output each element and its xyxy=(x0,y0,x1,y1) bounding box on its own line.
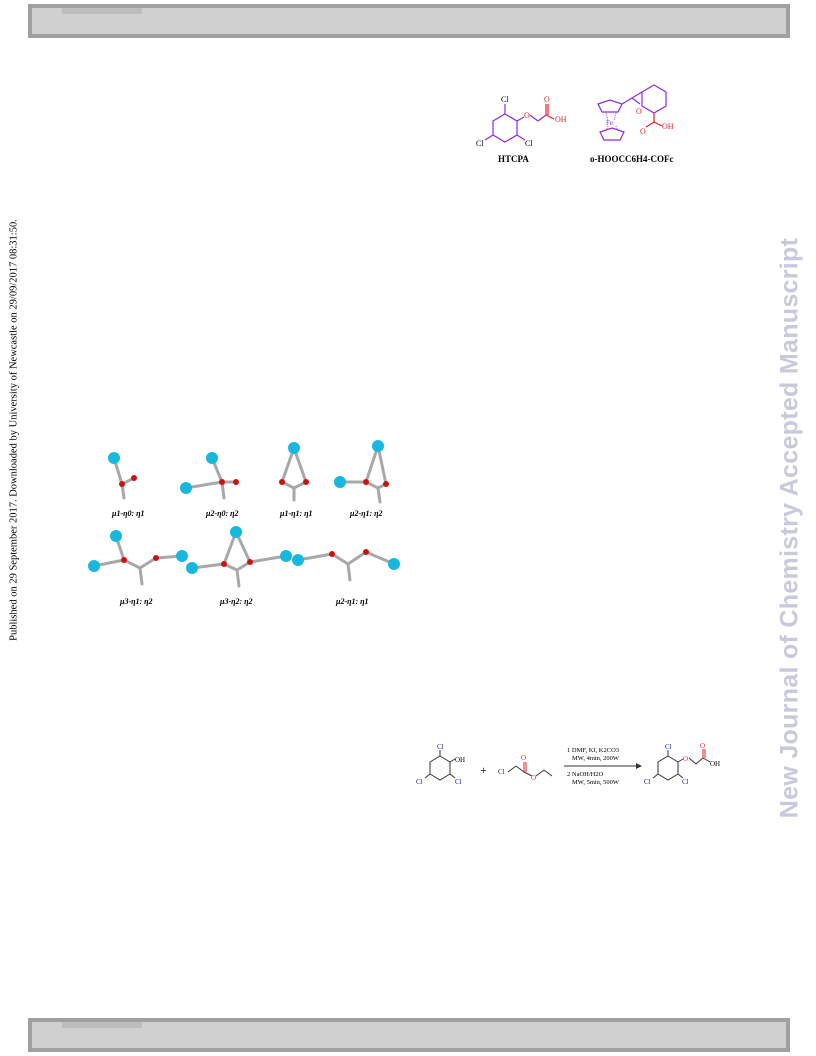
mode-label-1: μ1-η0: η1 xyxy=(111,509,145,518)
coordination-modes-figure: μ1-η0: η1 μ2-η0: η2 μ1-η1: η1 μ2-η1: η2 … xyxy=(88,440,400,606)
trichlorophenol-structure: Cl OH Cl Cl xyxy=(416,743,465,786)
carbonyl-o-atom: O xyxy=(544,95,550,104)
mode-label-2: μ2-η0: η2 xyxy=(205,509,239,518)
mode-label-6: μ3-η2: η2 xyxy=(219,597,253,606)
mode-label-3: μ1-η1: η1 xyxy=(279,509,313,518)
conditions-step-1-detail: MW, 4min, 200W xyxy=(572,755,620,762)
ferrocene-ligand-structure: Fe O O OH o-HOOCC6H4-COFc xyxy=(590,84,674,164)
mode-label-5: μ3-η1: η2 xyxy=(119,597,153,606)
plus-sign: + xyxy=(480,763,487,777)
footer-bar xyxy=(28,1018,790,1052)
conditions-step-2: 2 NaOH/H2O xyxy=(567,771,604,778)
ester-o: O xyxy=(531,774,536,782)
chloroacetate-structure: Cl O O xyxy=(498,754,553,782)
mode-label-4: μ2-η1: η2 xyxy=(349,509,383,518)
ferrocene-ligand-label: o-HOOCC6H4-COFc xyxy=(590,154,674,164)
product-oh: OH xyxy=(710,760,720,768)
conditions-step-2-detail: MW, 5min, 500W xyxy=(572,779,620,786)
product-cl-left: Cl xyxy=(644,778,651,786)
mode-label-7: μ2-η1: η1 xyxy=(335,597,369,606)
conditions-step-1: 1 DMF, KI, K2CO3 xyxy=(567,747,619,754)
published-note: Published on 29 September 2017. Download… xyxy=(8,219,20,641)
cl-atom-right: Cl xyxy=(525,139,533,148)
product-cl-top: Cl xyxy=(665,743,672,751)
cl-atom-top: Cl xyxy=(501,95,509,104)
product-ether-o: O xyxy=(683,755,688,763)
htcpa-label: HTCPA xyxy=(498,154,529,164)
fe-atom: Fe xyxy=(606,119,613,127)
journal-watermark: New Journal of Chemistry Accepted Manusc… xyxy=(775,237,804,819)
ester-cl: Cl xyxy=(498,768,505,776)
ester-carbonyl-o: O xyxy=(521,754,526,762)
htcpa-structure: Cl Cl Cl O O OH HTCPA xyxy=(476,95,567,164)
ketone-o-atom: O xyxy=(636,107,642,116)
phenol-cl-top: Cl xyxy=(437,743,444,751)
synthesis-scheme: Cl OH Cl Cl + Cl O O 1 DMF, KI, K2CO3 MW… xyxy=(416,742,720,786)
ether-o-atom: O xyxy=(524,111,530,120)
htcpa-product-structure: Cl O O OH Cl Cl xyxy=(644,742,720,786)
ligand-structures-figure: Cl Cl Cl O O OH HTCPA Fe O O OH o-HOOCC6… xyxy=(476,84,674,164)
reaction-arrowhead xyxy=(636,763,642,769)
phenol-oh: OH xyxy=(455,756,465,764)
acid-oh-group: OH xyxy=(662,122,674,131)
product-carbonyl-o: O xyxy=(700,742,705,750)
product-cl-right: Cl xyxy=(682,778,689,786)
oh-group: OH xyxy=(555,115,567,124)
acid-o-atom: O xyxy=(640,127,646,136)
header-bar xyxy=(28,4,790,38)
cl-atom-left: Cl xyxy=(476,139,484,148)
phenol-cl-left: Cl xyxy=(416,778,423,786)
phenol-cl-right: Cl xyxy=(455,778,462,786)
